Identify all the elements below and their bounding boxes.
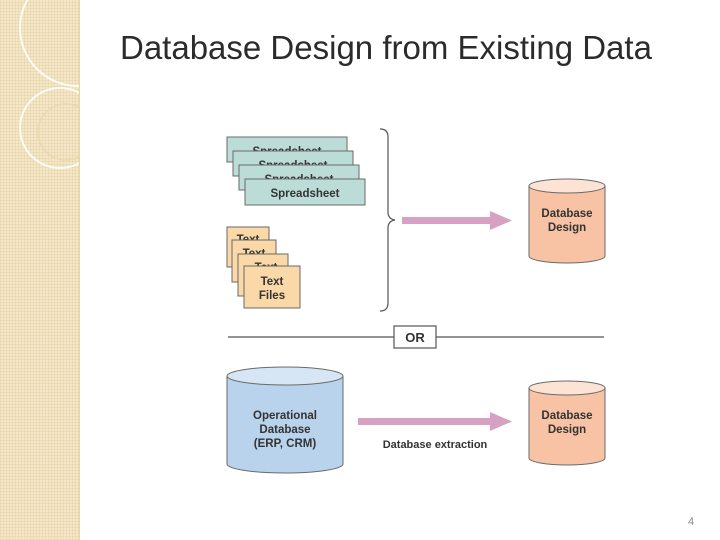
slide-sidebar-decoration [0, 0, 80, 540]
spreadsheet-stack: Spreadsheet Spreadsheet Spreadsheet Spre… [226, 136, 366, 206]
top-arrow [402, 211, 512, 230]
bottom-arrow-head [490, 412, 512, 431]
bottom-arrow: Database extraction [358, 412, 512, 451]
operational-db-label-line3: (ERP, CRM) [254, 438, 317, 450]
db-design-top-body [528, 186, 606, 264]
operational-db-label-line2: Database [259, 424, 310, 436]
db-design-top-cap [528, 178, 606, 194]
text-files-stack: Text Text Text Text Files [226, 226, 301, 309]
database-extraction-label: Database extraction [383, 439, 488, 451]
sidebar-circles-ornament [19, 0, 79, 169]
or-divider: OR [228, 325, 604, 349]
operational-db-body [226, 376, 344, 474]
or-box [393, 325, 437, 349]
database-design-cylinder-top: Database Design [528, 178, 606, 264]
operational-db-cap [226, 366, 344, 386]
db-design-bottom-body [528, 388, 606, 466]
operational-database-cylinder: Operational Database (ERP, CRM) [226, 366, 344, 474]
text-file-4 [243, 265, 301, 309]
spreadsheet-label-4: Spreadsheet [270, 188, 339, 200]
db-design-bottom-label-line1: Database [541, 410, 592, 422]
db-design-top-label-line1: Database [541, 208, 592, 220]
slide-title: Database Design from Existing Data [120, 29, 652, 66]
bottom-arrow-shaft [358, 418, 492, 425]
operational-db-label-line1: Operational [253, 410, 317, 422]
text-file-label-4-line1: Text [261, 276, 284, 288]
text-file-label-4-line2: Files [259, 290, 285, 302]
grouping-brace [379, 128, 396, 312]
db-design-bottom-cap [528, 380, 606, 396]
top-arrow-head [490, 211, 512, 230]
database-design-cylinder-bottom: Database Design [528, 380, 606, 466]
or-label: OR [405, 330, 425, 345]
spreadsheet-sheet-4 [244, 178, 366, 206]
db-design-bottom-label-line2: Design [548, 424, 586, 436]
top-arrow-shaft [402, 217, 492, 224]
db-design-top-label-line2: Design [548, 222, 586, 234]
page-number: 4 [688, 516, 695, 528]
